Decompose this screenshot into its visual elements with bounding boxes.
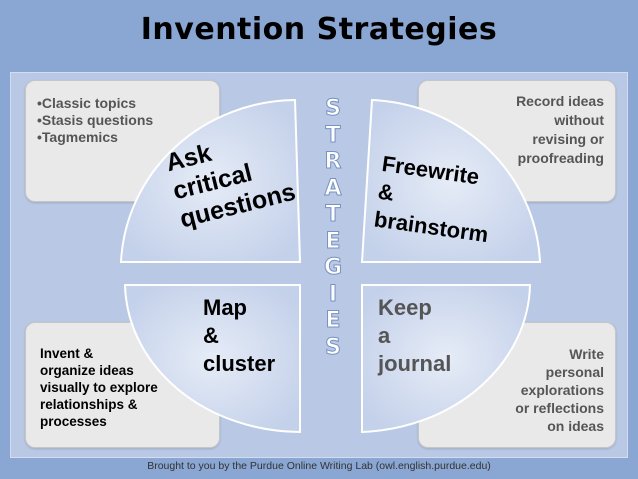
letter: T	[325, 122, 341, 148]
detail-text-top-left: •Classic topics •Stasis questions •Tagme…	[37, 95, 153, 146]
detail-line: explorations	[520, 382, 604, 398]
label-freewrite-brainstorm: Freewrite & brainstorm	[372, 150, 497, 249]
detail-text-top-right: Record ideas without revising or proofre…	[516, 92, 604, 168]
detail-line: •Classic topics	[37, 95, 137, 111]
label-line: a	[378, 323, 391, 348]
label-map-cluster: Map & cluster	[203, 294, 275, 378]
quarter-top-right	[360, 98, 542, 263]
detail-line: on ideas	[547, 418, 604, 434]
letter: S	[325, 334, 342, 360]
letter: I	[328, 281, 338, 307]
label-line: Keep	[378, 295, 432, 320]
letter: R	[324, 149, 342, 175]
detail-line: revising or	[532, 131, 604, 147]
detail-line: or reflections	[515, 400, 604, 416]
detail-line: •Tagmemics	[37, 129, 118, 145]
letter: T	[325, 202, 341, 228]
page-title: Invention Strategies	[140, 12, 498, 47]
label-keep-journal: Keep a journal	[378, 294, 451, 378]
detail-line: Write	[569, 346, 604, 362]
quarter-top-left	[119, 98, 302, 263]
strategies-vertical-word: S T R A T E G I E S	[316, 96, 350, 361]
quarter-bottom-left	[123, 284, 301, 434]
label-line: &	[203, 323, 219, 348]
detail-line: Record ideas	[516, 93, 604, 109]
label-line: Map	[203, 295, 247, 320]
detail-line: personal	[545, 364, 604, 380]
detail-line: •Stasis questions	[37, 112, 154, 128]
quarter-bottom-right	[361, 284, 532, 434]
footer-credit: Brought to you by the Purdue Online Writ…	[147, 460, 491, 472]
letter: E	[325, 228, 341, 254]
letter: G	[323, 255, 343, 281]
detail-text-bottom-left: Invent & organize ideas visually to expl…	[40, 345, 158, 430]
detail-text-bottom-right: Write personal explorations or reflectio…	[515, 345, 604, 435]
detail-line: organize ideas	[40, 363, 134, 378]
letter: E	[325, 308, 341, 334]
label-line: journal	[378, 351, 452, 376]
label-line: cluster	[203, 351, 276, 376]
detail-line: proofreading	[517, 150, 604, 166]
detail-line: Invent &	[40, 346, 94, 361]
detail-line: processes	[40, 414, 107, 429]
detail-line: without	[554, 112, 604, 128]
detail-line: visually to explore	[40, 380, 158, 395]
letter: A	[324, 175, 342, 201]
letter: S	[325, 96, 342, 122]
detail-line: relationships &	[40, 397, 138, 412]
